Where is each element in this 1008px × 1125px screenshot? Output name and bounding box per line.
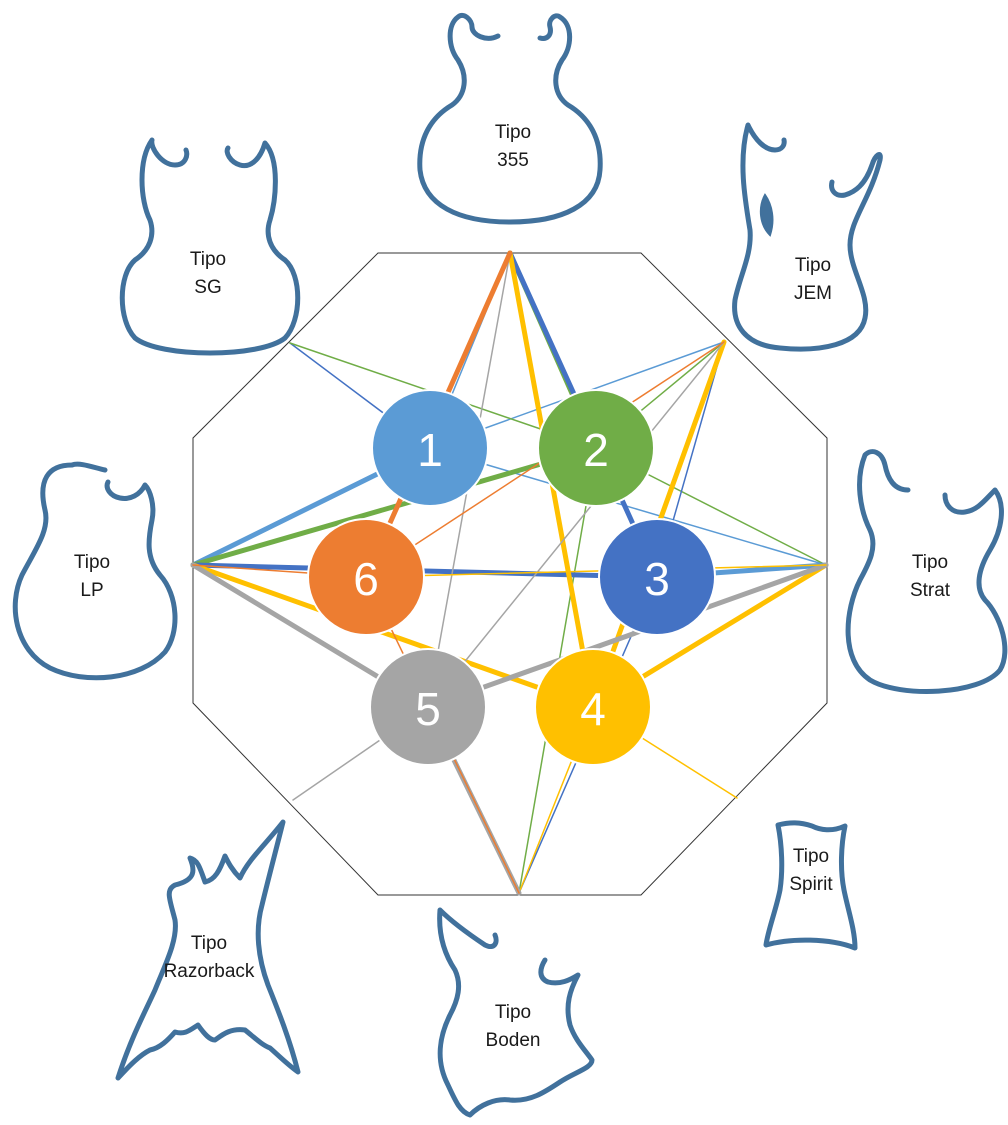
label-razorback-line1: Tipo [191, 933, 227, 954]
label-355-line1: Tipo [495, 122, 531, 143]
node-6-label: 6 [353, 553, 379, 605]
label-spirit-line1: Tipo [793, 846, 829, 867]
node-3-label: 3 [644, 553, 670, 605]
node-4-label: 4 [580, 683, 606, 735]
node-5: 5 [370, 649, 486, 765]
label-boden-line1: Tipo [495, 1002, 531, 1023]
label-jem-line1: Tipo [795, 255, 831, 276]
label-lp-line1: Tipo [74, 552, 110, 573]
label-sg-line1: Tipo [190, 249, 226, 270]
label-spirit-line2: Spirit [789, 874, 833, 895]
label-strat-line1: Tipo [912, 552, 948, 573]
guitar-body-sg-icon [122, 140, 298, 353]
node-4: 4 [535, 649, 651, 765]
label-strat-line2: Strat [910, 580, 951, 601]
label-boden-line2: Boden [486, 1030, 541, 1051]
label-jem-line2: JEM [794, 283, 832, 304]
node-2: 2 [538, 390, 654, 506]
guitar-body-jem-icon [735, 125, 881, 349]
node-1: 1 [372, 390, 488, 506]
connections-layer [193, 253, 826, 893]
node-2-label: 2 [583, 424, 609, 476]
guitar-body-355-icon [420, 15, 600, 222]
label-lp-line2: LP [80, 580, 103, 601]
node-3: 3 [599, 519, 715, 635]
label-sg-line2: SG [194, 277, 221, 298]
node-6: 6 [308, 519, 424, 635]
label-razorback-line2: Razorback [164, 961, 255, 982]
label-355-line2: 355 [497, 150, 529, 171]
numbered-nodes: 1 2 3 4 5 6 [308, 390, 715, 765]
guitar-bodies [15, 15, 1005, 1115]
jem-monkey-grip-icon [761, 195, 773, 235]
node-5-label: 5 [415, 683, 441, 735]
node-1-label: 1 [417, 424, 443, 476]
